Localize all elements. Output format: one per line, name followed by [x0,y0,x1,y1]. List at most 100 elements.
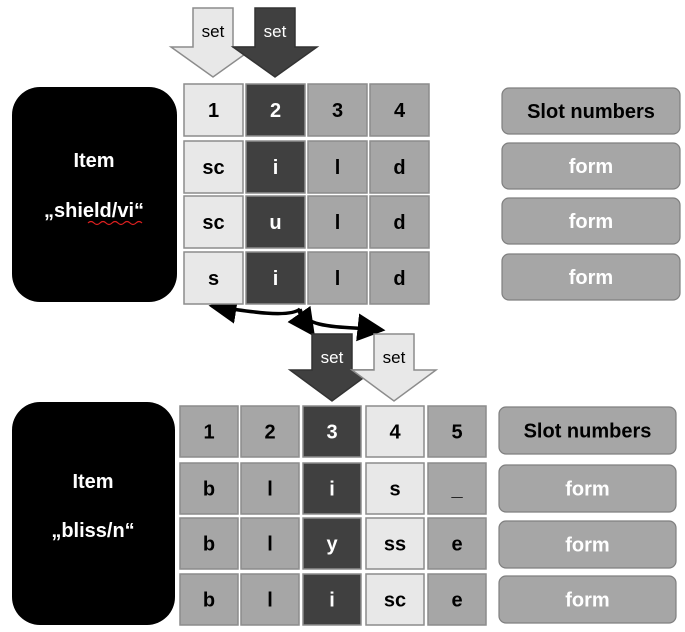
form-cell [183,140,244,194]
form-segment: i [329,479,335,501]
form-segment: l [267,479,273,501]
form-cell [179,573,239,626]
form-cell [427,573,487,626]
form-cell [245,140,306,194]
slot-number: 1 [208,100,219,122]
form-segment: l [267,534,273,556]
form-cell [365,462,425,515]
form-cell [307,140,368,194]
form-text: form [565,535,609,557]
slot-number-cell [179,405,239,458]
slot-number-cell [365,405,425,458]
slot-number: 3 [326,422,337,444]
form-cell [302,573,362,626]
set-arrow [349,333,439,402]
form-cell [240,573,300,626]
slot-number-cell [307,83,368,137]
slot-numbers-text: Slot numbers [524,421,652,443]
form-cell [179,517,239,570]
form-text: form [569,156,613,178]
slot-numbers-text: Slot numbers [527,101,655,123]
slot-numbers-label [498,406,677,455]
form-cell [427,517,487,570]
slot-number-cell [369,83,430,137]
form-segment: d [393,157,405,179]
set-arrow [287,333,377,402]
slot-number-cell [245,83,306,137]
slot-number-cell [240,405,300,458]
form-label [498,575,677,624]
set-arrow-label: set [264,22,287,41]
form-segment: sc [384,590,406,612]
form-cell [245,195,306,249]
item-title: Item [73,150,114,172]
form-segment: l [267,590,273,612]
slot-number: 4 [389,422,401,444]
form-segment: i [273,268,279,290]
slot-number: 2 [264,422,275,444]
form-cell [240,462,300,515]
form-text: form [569,211,613,233]
form-segment: i [329,590,335,612]
slot-number: 2 [270,100,281,122]
form-cell [240,517,300,570]
slot-number-cell [183,83,244,137]
form-segment: l [335,268,341,290]
form-cell [307,251,368,305]
form-segment: d [393,268,405,290]
slot-number-cell [427,405,487,458]
set-arrow [168,7,258,78]
form-cell [369,195,430,249]
form-segment: l [335,212,341,234]
form-segment: y [326,534,338,556]
form-cell [183,251,244,305]
form-segment: d [393,212,405,234]
form-cell [245,251,306,305]
slot-number-cell [302,405,362,458]
form-cell [302,517,362,570]
form-segment: sc [202,157,224,179]
connector-arrow-left [208,295,302,324]
form-label [501,197,681,245]
slot-number: 5 [451,422,462,444]
form-cell [302,462,362,515]
form-label [498,464,677,513]
form-segment: sc [202,212,224,234]
slot-numbers-label [501,87,681,135]
set-arrow-label: set [202,22,225,41]
form-segment: b [203,590,215,612]
top-set-arrows: set set [168,7,320,78]
form-cell [369,251,430,305]
form-segment: b [203,479,215,501]
slot-number: 1 [203,422,214,444]
form-cell [183,195,244,249]
form-segment: _ [450,479,463,501]
form-segment: s [208,268,219,290]
spellcheck-underline [87,220,143,226]
form-segment: ss [384,534,406,556]
form-segment: e [451,534,462,556]
item-name: „bliss/n“ [51,520,134,542]
form-text: form [565,590,609,612]
item-name: „shield/vi“ [44,200,144,222]
form-cell [427,462,487,515]
form-segment: s [389,479,400,501]
form-segment: b [203,534,215,556]
form-label [498,520,677,569]
form-cell [365,517,425,570]
slot-number: 3 [332,100,343,122]
form-cell [365,573,425,626]
side-labels: Slot numbers form form form [498,406,677,624]
form-text: form [565,479,609,501]
item-box: Item „shield/vi“ [12,87,177,302]
form-label [501,253,681,301]
form-segment: l [335,157,341,179]
slot-number: 4 [394,100,406,122]
form-label [501,142,681,190]
